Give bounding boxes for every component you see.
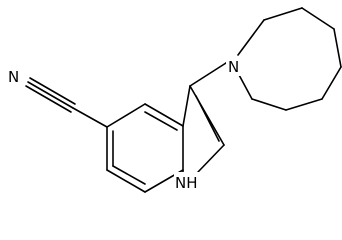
- azocane-n-label-bg: [226, 56, 242, 76]
- nitrile-n-label-bg: [6, 66, 22, 86]
- azocane-bond-c7-n: [237, 72, 253, 100]
- benzene-double-bond-1: [144, 111, 178, 131]
- molecule-structure-diagram: N N NH: [6, 7, 342, 193]
- benzene-bond-1: [106, 103, 146, 128]
- indole-nh-label-bg: [174, 172, 202, 192]
- azocane-bond-c5-c6: [285, 98, 323, 111]
- nitrile-nitrogen-label: N: [8, 68, 19, 86]
- pyrrole-double-bond-c3-c2: [195, 95, 220, 142]
- benzene-bond-2: [144, 103, 184, 127]
- azocane-bond-c4-c5: [321, 66, 342, 100]
- benzene-bond-5: [106, 169, 146, 193]
- pyrrole-bond-c3-c2: [189, 85, 225, 146]
- pyrrole-bond-c3a-c3: [182, 85, 191, 127]
- nitrile-triple-bond-2: [25, 85, 72, 113]
- bond-lines: [25, 7, 342, 193]
- azocane-nitrogen-label: N: [228, 58, 239, 76]
- azocane-bond-c3-c4: [333, 28, 342, 68]
- azocane-bond-c2-c3: [301, 7, 335, 30]
- azocane-bond-c1-c2: [263, 7, 303, 21]
- nitrile-ring-bond: [72, 107, 108, 128]
- azocane-bond-n-c1: [237, 19, 265, 56]
- benzene-double-bond-2: [112, 165, 146, 185]
- azocane-bond-c6-c7: [251, 98, 287, 111]
- nitrile-triple-bond-1: [27, 81, 74, 109]
- methylene-bond-1: [189, 62, 227, 87]
- nitrile-triple-bond-3: [29, 77, 76, 105]
- pyrrole-bond-c2-n1: [197, 144, 225, 173]
- indole-nh-label: NH: [175, 174, 198, 192]
